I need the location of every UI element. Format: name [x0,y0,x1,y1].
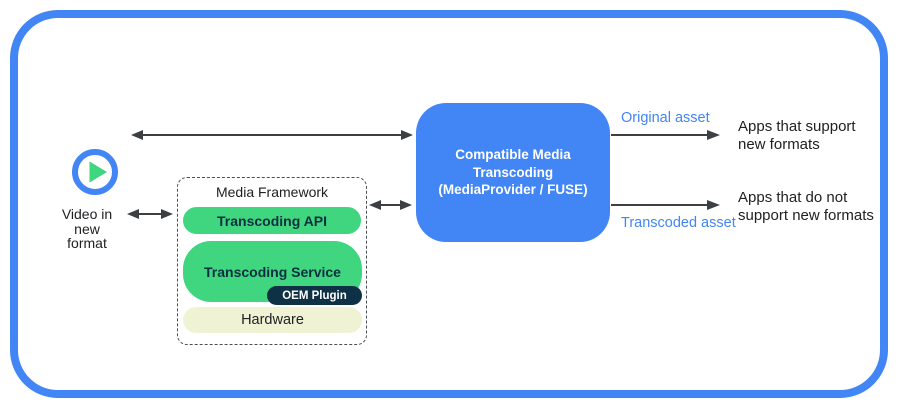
play-icon [70,147,120,197]
oem-plugin-label: OEM Plugin [282,289,347,302]
layer-transcoding-api-label: Transcoding API [217,212,327,229]
original-asset-label: Original asset [621,110,710,126]
media-framework-title: Media Framework [215,184,329,200]
transcoded-asset-label: Transcoded asset [621,215,736,231]
apps-no-support-label: Apps that do not support new formats [738,189,874,224]
layer-transcoding-service-label: Transcoding Service [204,263,341,280]
video-source-label: Video in new format [61,206,113,251]
apps-support-label: Apps that support new formats [738,118,856,153]
layer-transcoding-api: Transcoding API [183,207,361,234]
compatible-media-transcoding-label: Compatible Media Transcoding (MediaProvi… [438,147,588,198]
layer-hardware-label: Hardware [241,312,304,328]
oem-plugin-badge: OEM Plugin [267,286,362,305]
diagram-border [10,10,888,398]
compatible-media-transcoding-box: Compatible Media Transcoding (MediaProvi… [416,103,610,242]
layer-hardware: Hardware [183,307,362,333]
